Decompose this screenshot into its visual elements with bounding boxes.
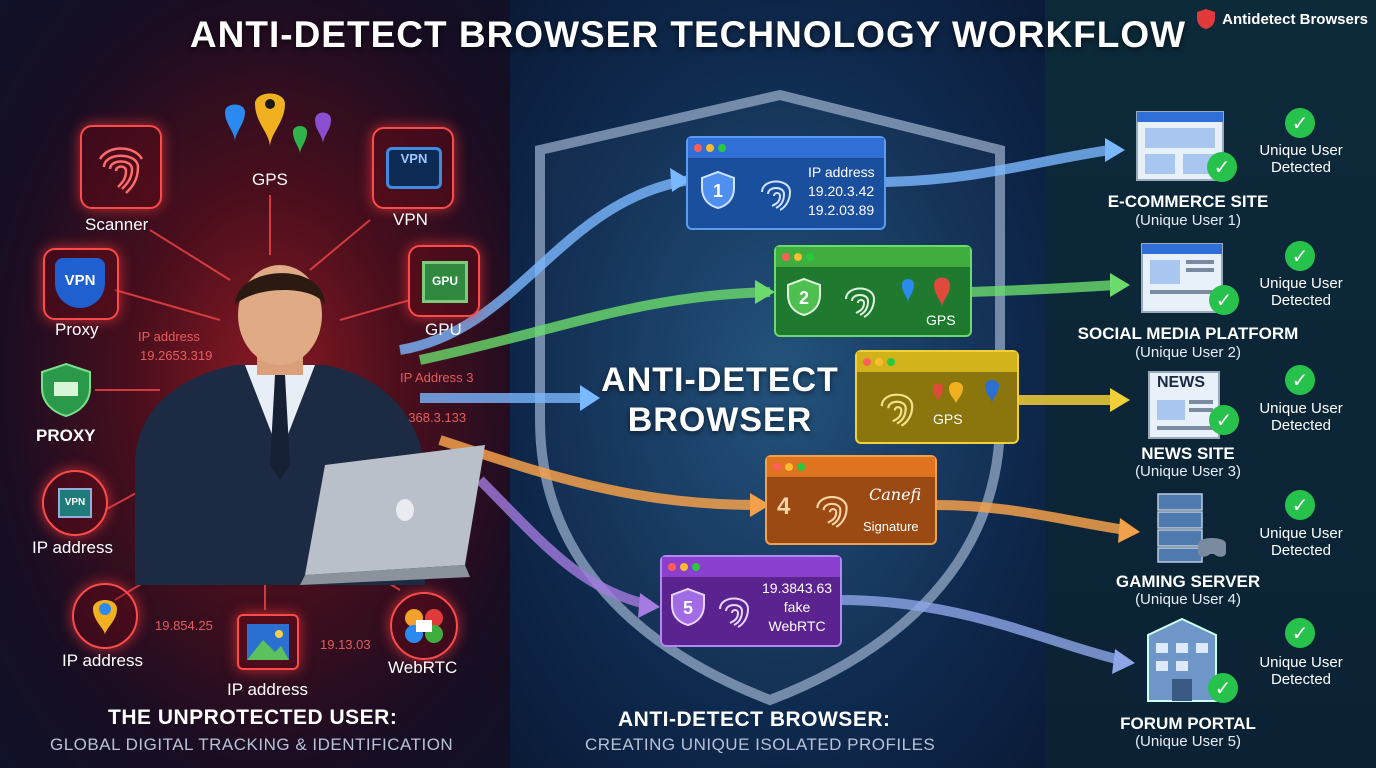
gpu-box: GPU bbox=[408, 245, 480, 317]
gpu-label: GPU bbox=[425, 320, 462, 339]
site-sub-1: (Unique User 1) bbox=[1135, 212, 1241, 229]
checkmark-icon: ✓ bbox=[1285, 490, 1315, 520]
bottom-value-1: 19.854.25 bbox=[155, 618, 213, 633]
site-name-5: FORUM PORTAL bbox=[1120, 714, 1256, 733]
shield-icon bbox=[1197, 9, 1216, 29]
left-footer-subtitle: GLOBAL DIGITAL TRACKING & IDENTIFICATION bbox=[50, 735, 454, 754]
site-sub-5: (Unique User 5) bbox=[1135, 733, 1241, 750]
webrtc-label: WebRTC bbox=[388, 658, 458, 677]
page-title: ANTI-DETECT BROWSER TECHNOLOGY WORKFLOW bbox=[189, 14, 1187, 55]
profile-5-text: 19.3843.63 fake WebRTC bbox=[762, 580, 833, 634]
site-name-2: SOCIAL MEDIA PLATFORM bbox=[1077, 324, 1299, 343]
signature-label: Signature bbox=[863, 519, 919, 534]
ip-address-3-text: IP Address 3 bbox=[400, 370, 474, 385]
ecommerce-site-icon bbox=[1136, 111, 1224, 181]
profile-window-5: 5 19.3843.63 fake WebRTC bbox=[660, 555, 842, 647]
chip-icon: VPN bbox=[58, 488, 92, 518]
social-media-icon bbox=[1141, 243, 1223, 313]
fingerprint-icon bbox=[880, 393, 914, 427]
shield-5-icon: 5 bbox=[671, 587, 705, 627]
ip-image-label: IP address bbox=[227, 680, 308, 699]
map-pins-icon bbox=[902, 277, 950, 307]
checkmark-icon: ✓ bbox=[1207, 152, 1237, 182]
webrtc-icon bbox=[405, 609, 443, 643]
ip-image-box bbox=[237, 614, 299, 670]
profile-window-4: 4 Canefi Signature bbox=[765, 455, 937, 545]
checkmark-icon: ✓ bbox=[1285, 108, 1315, 138]
ip-chip-label: IP address bbox=[32, 538, 113, 557]
scanner-label: Scanner bbox=[85, 215, 149, 234]
signature-script: Canefi bbox=[869, 485, 922, 504]
site-sub-4: (Unique User 4) bbox=[1135, 591, 1241, 608]
ip-address-text: IP address bbox=[138, 329, 200, 344]
svg-text:2: 2 bbox=[799, 288, 809, 308]
news-site-icon bbox=[1148, 371, 1220, 439]
left-footer-title: THE UNPROTECTED USER: bbox=[108, 706, 398, 729]
checkmark-icon: ✓ bbox=[1285, 365, 1315, 395]
fingerprint-icon bbox=[719, 597, 750, 628]
checkmark-icon: ✓ bbox=[1209, 285, 1239, 315]
ip-pin-label: IP address bbox=[62, 651, 143, 670]
profile-1-text: IP address 19.20.3.42 19.2.03.89 bbox=[808, 164, 875, 218]
proxy-box: VPN bbox=[43, 248, 119, 320]
proxy-shield-icon bbox=[41, 362, 91, 418]
brand-name: Antidetect Browsers bbox=[1222, 10, 1368, 28]
map-pins-icon bbox=[933, 380, 999, 404]
fingerprint-icon bbox=[761, 180, 792, 211]
site-sub-3: (Unique User 3) bbox=[1135, 463, 1241, 480]
location-pin-icon bbox=[93, 600, 117, 635]
news-badge: NEWS bbox=[1157, 374, 1205, 391]
checkmark-icon: ✓ bbox=[1285, 241, 1315, 271]
site-name-1: E-COMMERCE SITE bbox=[1107, 192, 1269, 211]
scanner-box bbox=[80, 125, 162, 209]
checkmark-icon: ✓ bbox=[1208, 673, 1238, 703]
image-icon bbox=[247, 624, 289, 660]
detected-label-3: Unique User Detected bbox=[1259, 400, 1343, 434]
gaming-server-icon bbox=[1157, 493, 1226, 563]
site-name-4: GAMING SERVER bbox=[1115, 572, 1261, 591]
forum-portal-icon bbox=[1147, 617, 1217, 702]
proxy-upper-label: PROXY bbox=[36, 426, 96, 445]
fingerprint-icon bbox=[816, 496, 848, 528]
detected-label-1: Unique User Detected bbox=[1259, 142, 1343, 176]
proxy-label: Proxy bbox=[55, 320, 99, 339]
profile-2-text: GPS bbox=[926, 312, 956, 328]
center-footer-title: ANTI-DETECT BROWSER: bbox=[618, 708, 891, 731]
site-sub-2: (Unique User 2) bbox=[1135, 344, 1241, 361]
gps-label: GPS bbox=[252, 170, 288, 189]
profile-window-1: 1 IP address 19.20.3.42 19.2.03.89 bbox=[686, 136, 886, 230]
center-footer-subtitle: CREATING UNIQUE ISOLATED PROFILES bbox=[585, 735, 936, 754]
checkmark-icon: ✓ bbox=[1285, 618, 1315, 648]
svg-text:1: 1 bbox=[713, 181, 723, 201]
ip-chip-box: VPN bbox=[42, 470, 108, 536]
shield-2-icon: 2 bbox=[787, 277, 821, 317]
vpn-shield-icon: VPN bbox=[55, 258, 105, 308]
user-illustration bbox=[135, 265, 485, 585]
bottom-value-2: 19.13.03 bbox=[320, 637, 371, 652]
detected-label-5: Unique User Detected bbox=[1259, 654, 1343, 688]
svg-text:5: 5 bbox=[683, 598, 693, 618]
brand-logo: Antidetect Browsers bbox=[1196, 8, 1368, 30]
vpn-box: VPN bbox=[372, 127, 454, 209]
ip-pin-box bbox=[72, 583, 138, 649]
site-name-3: NEWS SITE bbox=[1141, 444, 1235, 463]
vpn-label: VPN bbox=[393, 210, 428, 229]
anti-detect-browser-title: ANTI-DETECT BROWSER bbox=[601, 361, 839, 439]
fingerprint-icon bbox=[98, 147, 144, 194]
number-4-badge: 4 bbox=[777, 493, 791, 520]
checkmark-icon: ✓ bbox=[1209, 405, 1239, 435]
webrtc-box bbox=[390, 592, 458, 660]
fingerprint-icon bbox=[845, 287, 876, 318]
map-pins-icon bbox=[225, 93, 331, 154]
shield-1-icon: 1 bbox=[701, 170, 735, 210]
profile-window-3: GPS bbox=[855, 350, 1019, 444]
detected-label-4: Unique User Detected bbox=[1259, 525, 1343, 559]
gpu-chip-icon: GPU bbox=[422, 261, 468, 303]
profile-window-2: 2 GPS bbox=[774, 245, 972, 337]
ip-address-value: 19.2653.319 bbox=[140, 348, 213, 363]
vpn-badge: VPN bbox=[386, 147, 442, 189]
detected-label-2: Unique User Detected bbox=[1259, 275, 1343, 309]
profile-3-text: GPS bbox=[933, 411, 963, 427]
